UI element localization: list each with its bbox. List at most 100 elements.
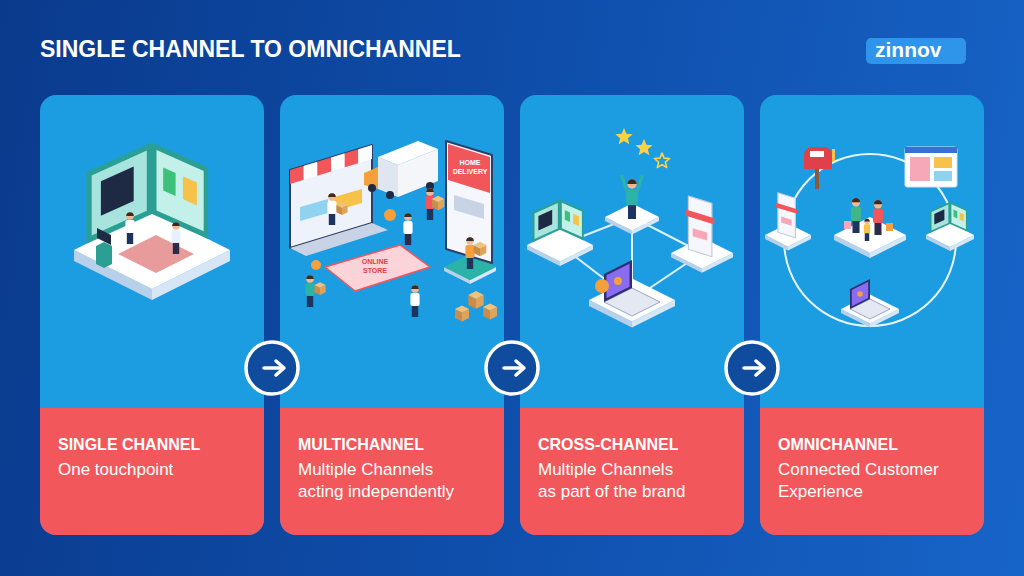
person-head	[306, 275, 314, 283]
person-legs	[405, 233, 411, 245]
person-body	[626, 189, 638, 205]
person-head	[172, 222, 180, 230]
booth-panel	[951, 204, 966, 229]
person-legs	[874, 222, 881, 235]
card-shape	[40, 95, 264, 535]
parcel-box	[432, 196, 445, 202]
person-body	[125, 220, 134, 233]
label-wrap: zinnov	[866, 38, 966, 64]
booth-screen	[101, 166, 134, 215]
phone-header	[448, 144, 490, 193]
person-hair	[426, 188, 434, 192]
booth-wall	[87, 142, 153, 243]
person-head	[426, 188, 434, 196]
parcel-box	[336, 202, 347, 208]
booth-poster	[183, 176, 197, 205]
laptop-display	[852, 282, 868, 307]
person-legs	[127, 232, 133, 244]
person-body	[305, 283, 314, 296]
card-footer	[40, 408, 264, 535]
card-shape	[520, 95, 744, 535]
booth-poster	[960, 212, 964, 221]
channel-card: OMNICHANNELConnected Customer Experience	[760, 95, 984, 535]
connector-group	[726, 342, 778, 394]
platform-top	[605, 204, 659, 231]
laptop-screen	[604, 260, 632, 302]
person-body	[327, 201, 336, 214]
store-goods	[693, 228, 707, 240]
shop-awning	[358, 145, 372, 163]
platform-top	[834, 217, 906, 253]
person-legs	[628, 204, 636, 219]
mailbox-flag	[832, 149, 835, 161]
channel-card: CROSS-CHANNELMultiple Channels as part o…	[520, 95, 744, 535]
card-footer	[520, 408, 744, 535]
booth-panel	[157, 150, 204, 231]
booth-poster	[573, 214, 579, 226]
card-illustration	[290, 141, 497, 322]
shop-shelf	[300, 199, 328, 221]
booth-poster	[954, 210, 958, 219]
card-shape	[760, 95, 984, 535]
card-illustration	[74, 142, 230, 300]
store-awning	[776, 203, 797, 214]
card-shapes	[40, 95, 984, 535]
store-goods	[781, 217, 792, 226]
coin	[595, 279, 609, 293]
connector-group	[246, 342, 298, 394]
sign-text: HOME DELIVERY	[452, 159, 488, 176]
coin	[384, 209, 396, 221]
phone-body	[688, 196, 712, 257]
shopping-bag	[844, 221, 851, 229]
person-hair	[172, 222, 180, 226]
card-text-block: CROSS-CHANNELMultiple Channels as part o…	[538, 435, 691, 503]
person-body	[851, 207, 861, 221]
shop-awning	[331, 153, 345, 171]
cart-icon	[614, 277, 622, 285]
card-description: One touchpoint	[58, 459, 246, 481]
person-head	[864, 219, 869, 224]
rating-star	[654, 153, 669, 168]
card-panel	[760, 95, 984, 535]
parcel-box	[468, 291, 483, 299]
card-description: Multiple Channels acting independently	[298, 459, 470, 503]
parcel-box	[474, 242, 487, 248]
truck-wheel	[386, 191, 394, 199]
laptop-base	[290, 223, 388, 256]
arrow-badge	[486, 342, 538, 394]
coin	[311, 260, 321, 270]
person-hair	[306, 275, 314, 279]
person-legs	[427, 208, 433, 220]
card-footer	[280, 408, 504, 535]
truck-body	[378, 141, 438, 165]
store-board	[325, 245, 430, 291]
truck-wheel	[368, 184, 376, 192]
person-body	[171, 230, 180, 243]
web-page-image	[934, 171, 952, 181]
person-legs	[412, 305, 418, 317]
flow-arrow	[264, 366, 280, 370]
person-hair	[864, 219, 869, 222]
booth-screen	[538, 210, 552, 231]
person-head	[126, 212, 134, 220]
parcel-box	[455, 306, 469, 313]
sign-text: ONLINE STORE	[358, 258, 392, 275]
label-wrap: HOME DELIVERY	[452, 159, 488, 176]
booth-panel	[562, 203, 582, 237]
person-body	[465, 245, 474, 258]
booth-panel	[92, 151, 147, 236]
person-legs	[852, 220, 859, 233]
person-head	[627, 179, 637, 189]
person-hair	[852, 198, 860, 202]
booth-wall	[950, 202, 967, 232]
person-hair	[874, 200, 882, 204]
person-head	[466, 237, 474, 245]
arrow-badge	[726, 342, 778, 394]
person-hair	[627, 179, 637, 184]
brand-logo: zinnov	[866, 38, 966, 64]
card-description: Multiple Channels as part of the brand	[538, 459, 691, 503]
card-illustration	[765, 147, 974, 328]
kiosk	[96, 242, 112, 268]
booth-panel	[932, 204, 949, 230]
